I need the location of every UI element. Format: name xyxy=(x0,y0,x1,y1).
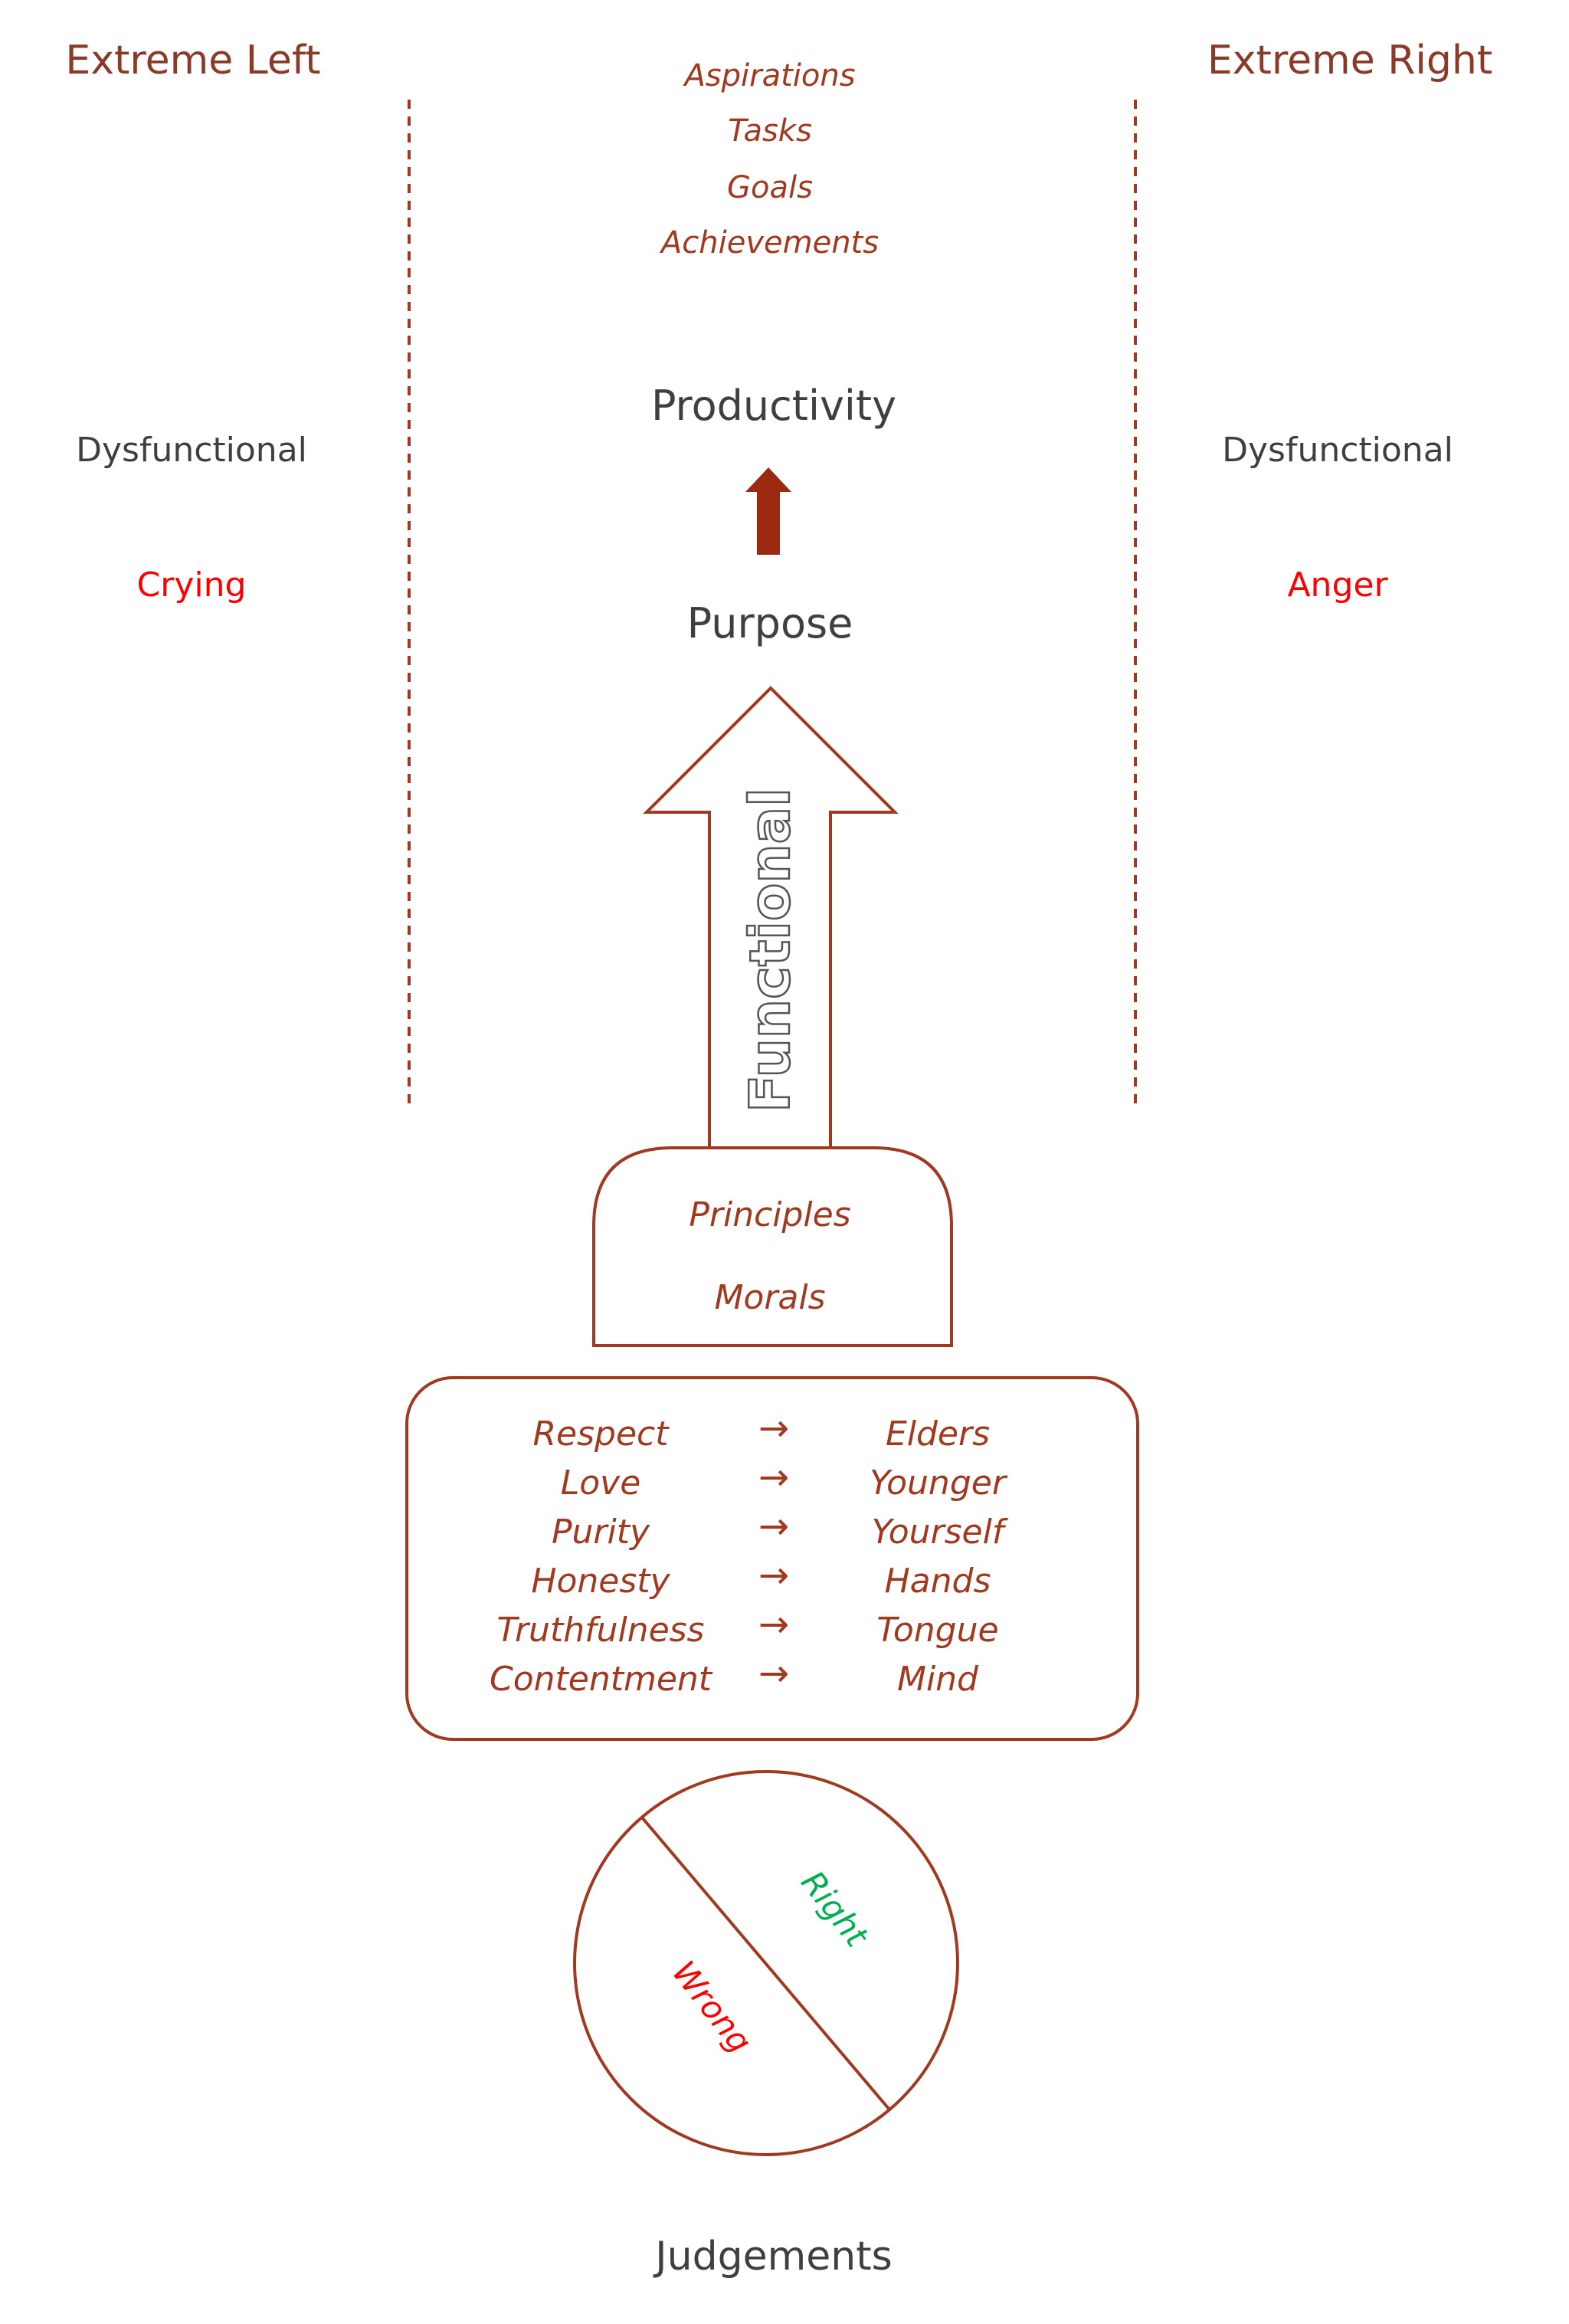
virtue-truthfulness: Truthfulness xyxy=(497,1611,705,1650)
productivity-label: Productivity xyxy=(651,382,896,430)
judgement-divider xyxy=(640,1816,890,2110)
virtue-honesty: Honesty xyxy=(531,1562,670,1601)
right-dysfunctional-label: Dysfunctional xyxy=(1222,431,1453,470)
target-elders: Elders xyxy=(886,1414,990,1454)
principles-label: Principles xyxy=(689,1195,850,1234)
functional-label: Functional xyxy=(738,788,802,1113)
aspirations-item: Aspirations xyxy=(682,58,855,93)
target-yourself: Yourself xyxy=(872,1513,1009,1552)
extreme-left-heading: Extreme Left xyxy=(65,38,320,84)
row-arrow-2: → xyxy=(758,1456,789,1499)
achievements-item: Achievements xyxy=(659,225,879,261)
virtue-contentment: Contentment xyxy=(490,1660,713,1699)
judgements-label: Judgements xyxy=(653,2234,892,2280)
row-arrow-1: → xyxy=(758,1407,789,1450)
row-arrow-4: → xyxy=(758,1554,789,1597)
tasks-item: Tasks xyxy=(728,113,812,149)
virtue-respect: Respect xyxy=(532,1414,670,1454)
virtue-love: Love xyxy=(561,1464,641,1503)
extreme-right-heading: Extreme Right xyxy=(1207,38,1492,84)
crying-label: Crying xyxy=(137,565,247,605)
left-dysfunctional-label: Dysfunctional xyxy=(76,431,307,470)
anger-label: Anger xyxy=(1287,565,1388,605)
target-mind: Mind xyxy=(897,1660,979,1699)
row-arrow-5: → xyxy=(758,1603,789,1646)
morals-label: Morals xyxy=(714,1278,825,1317)
principles-morals-box xyxy=(592,1146,953,1347)
target-younger: Younger xyxy=(870,1464,1008,1503)
target-tongue: Tongue xyxy=(876,1611,998,1650)
small-up-arrow xyxy=(745,467,791,555)
goals-item: Goals xyxy=(727,170,813,205)
virtue-purity: Purity xyxy=(552,1513,650,1552)
purpose-label: Purpose xyxy=(687,599,853,647)
row-arrow-6: → xyxy=(758,1652,789,1695)
values-box xyxy=(405,1376,1139,1741)
target-hands: Hands xyxy=(885,1562,991,1601)
row-arrow-3: → xyxy=(758,1505,789,1548)
